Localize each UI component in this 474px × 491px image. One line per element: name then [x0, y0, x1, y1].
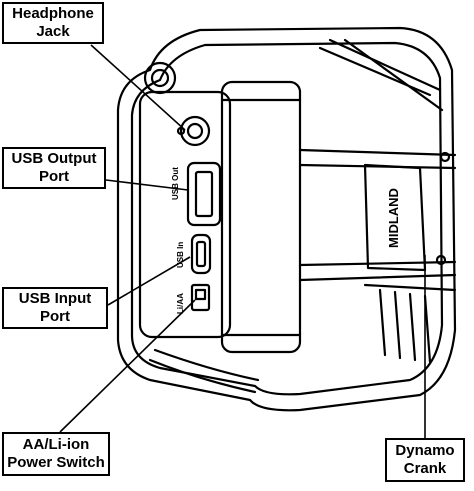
label-usb-input-port: USB Input Port — [2, 287, 108, 329]
top-knob — [143, 61, 177, 95]
usb-out-marking: USB Out — [171, 167, 180, 200]
housing-outline — [116, 26, 457, 412]
label-usb-input-line2: Port — [40, 308, 70, 325]
label-dynamo-crank-line2: Crank — [403, 460, 447, 477]
label-headphone-jack-line1: Headphone — [12, 5, 94, 22]
label-headphone-jack: Headphone Jack — [2, 2, 104, 44]
usb-out-port — [186, 161, 222, 227]
leader-power-switch — [59, 299, 196, 433]
label-usb-output-line2: Port — [39, 168, 69, 185]
housing-inner-outline — [130, 41, 444, 396]
power-switch — [190, 283, 211, 312]
label-power-switch-line2: Power Switch — [7, 454, 105, 471]
label-usb-input-line1: USB Input — [18, 290, 92, 307]
leader-usb-input — [107, 256, 191, 306]
label-headphone-jack-line2: Jack — [36, 23, 70, 40]
label-dynamo-crank-line1: Dynamo — [395, 442, 455, 459]
label-dynamo-crank: Dynamo Crank — [385, 438, 465, 482]
label-power-switch-line1: AA/Li-ion — [22, 436, 90, 453]
headphone-jack — [179, 115, 211, 147]
label-usb-output-port: USB Output Port — [2, 147, 106, 189]
side-panel — [138, 90, 232, 339]
label-power-switch: AA/Li-ion Power Switch — [2, 432, 110, 476]
usb-in-marking: USB In — [176, 242, 185, 268]
brand-marking: MIDLAND — [386, 188, 401, 248]
leader-headphone — [90, 44, 186, 131]
leader-usb-output — [105, 179, 189, 191]
handle-bar — [220, 80, 302, 354]
li-aa-marking: Li/AA — [176, 293, 185, 314]
label-usb-output-line1: USB Output — [11, 150, 97, 167]
usb-in-port — [190, 233, 212, 275]
